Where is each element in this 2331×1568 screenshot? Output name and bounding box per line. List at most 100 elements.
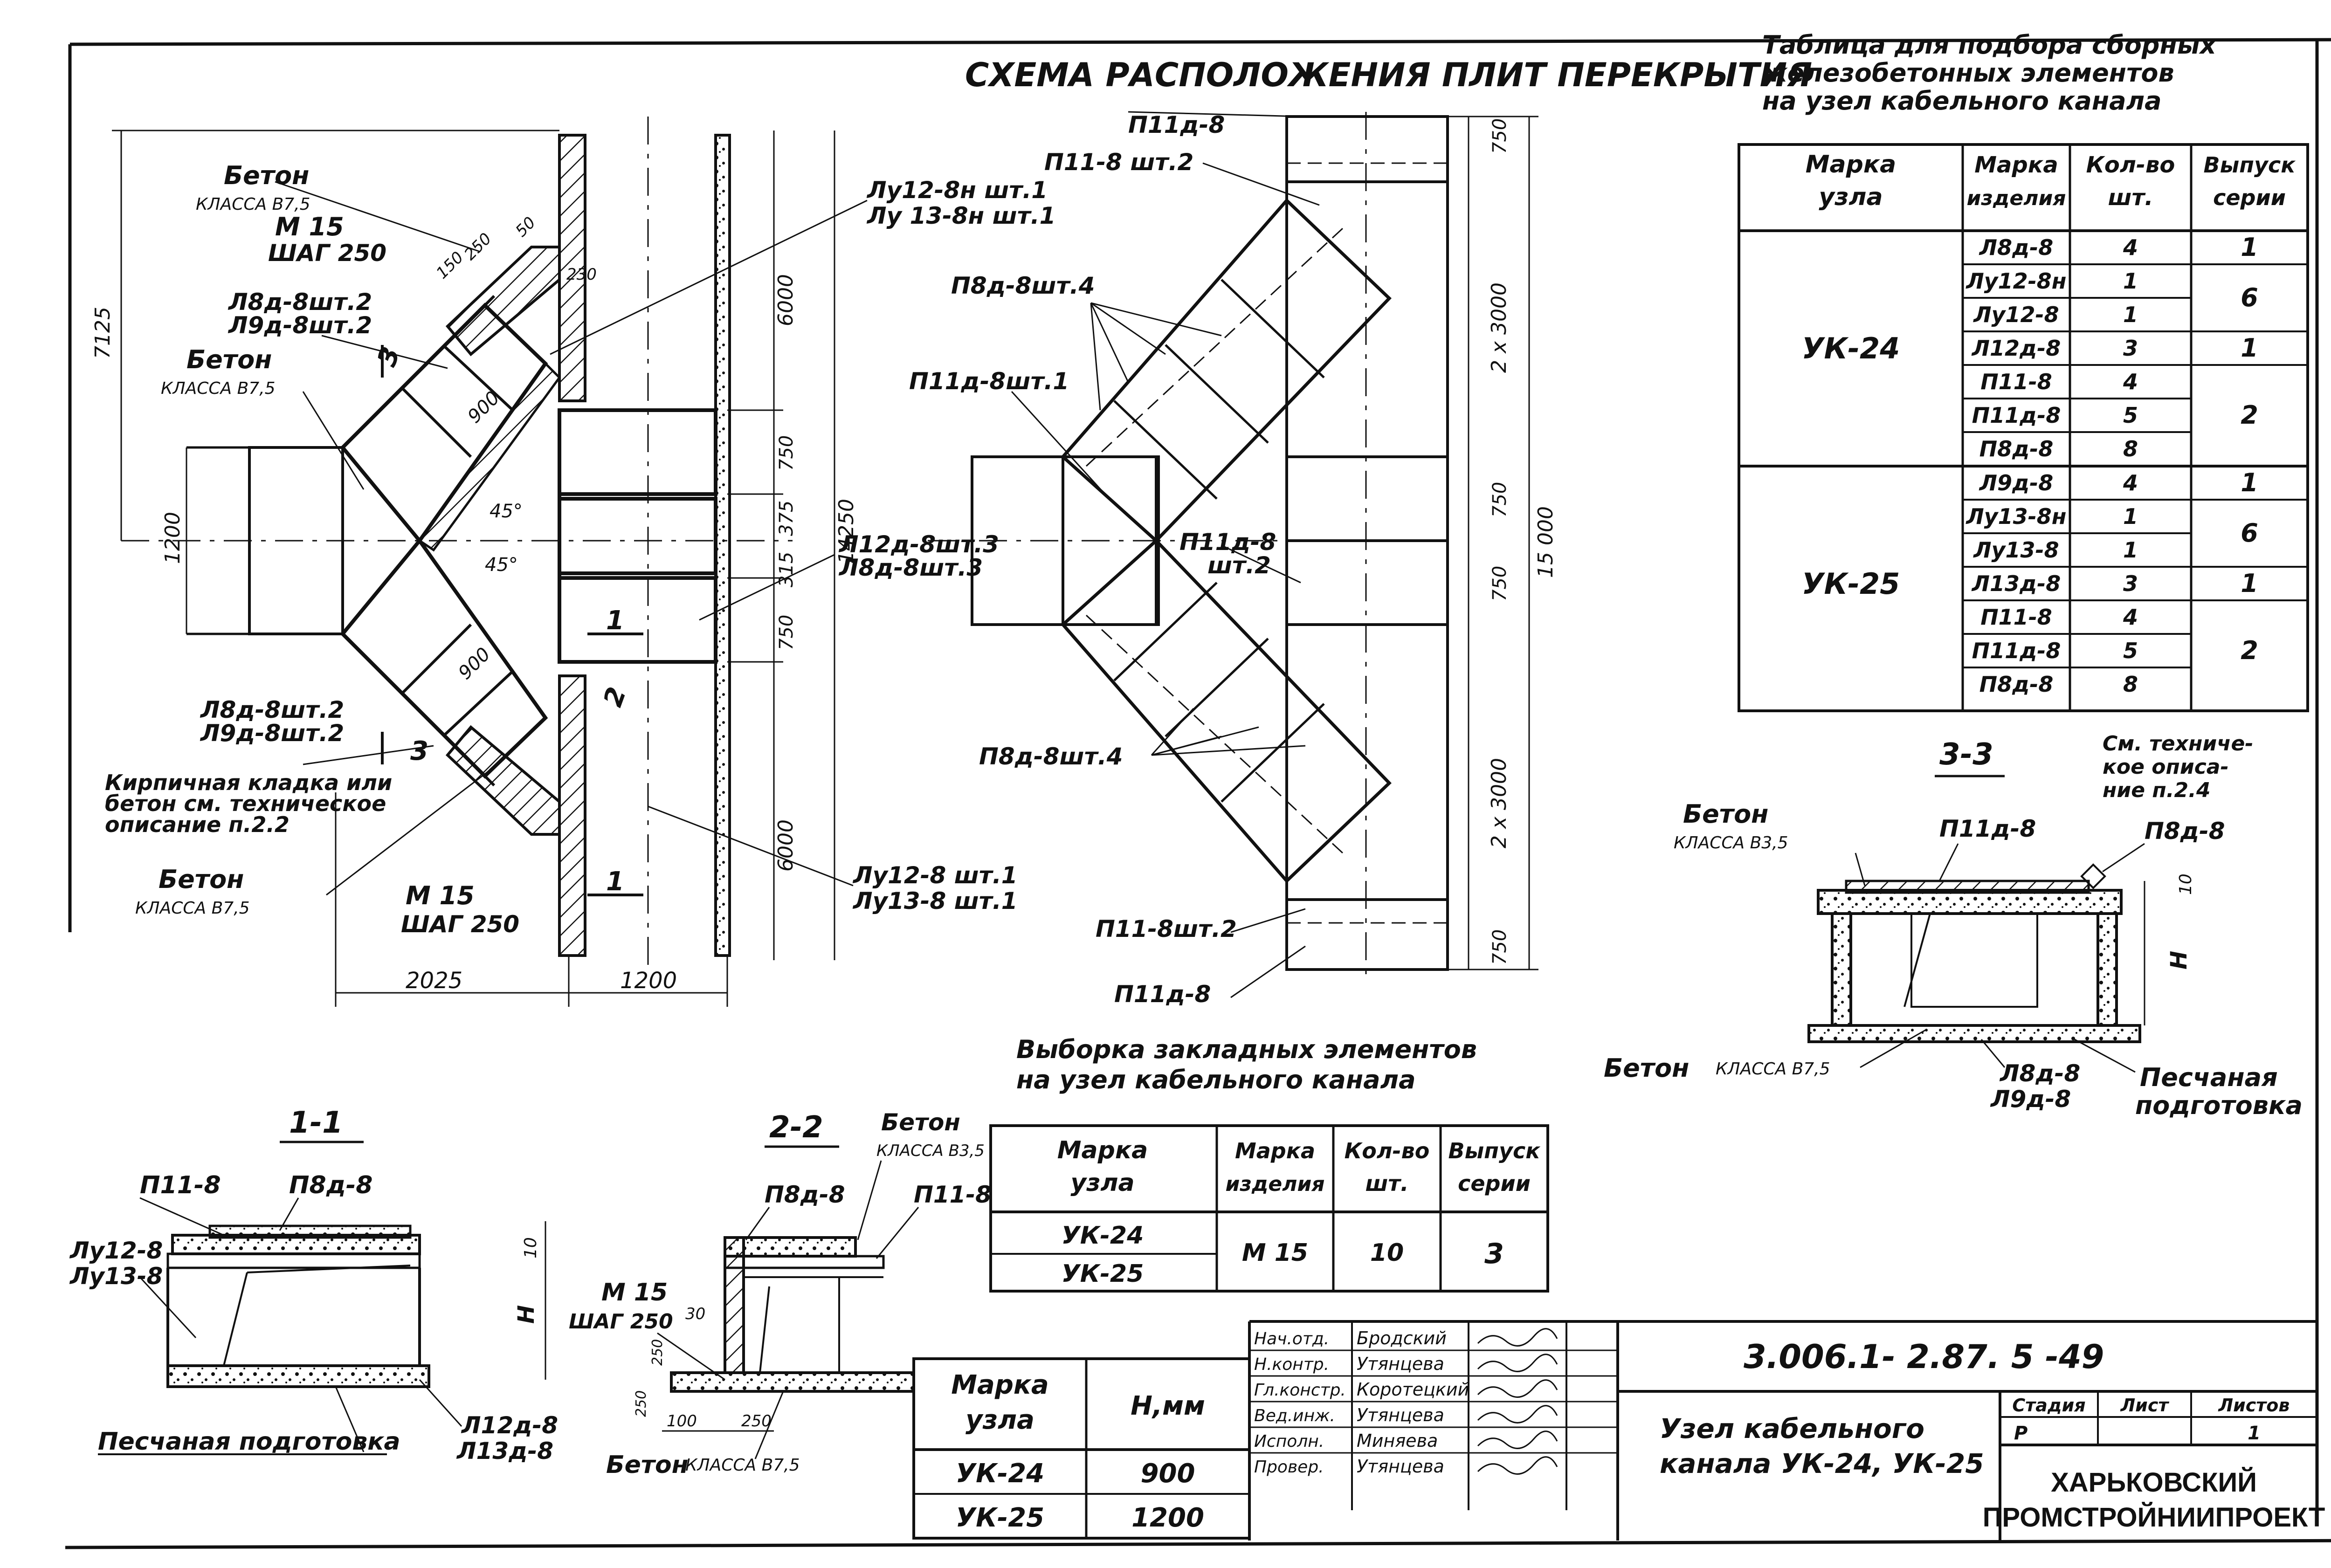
table1-item-mark: П11-8 — [1980, 605, 2052, 630]
stamp-name: Утянцева — [1357, 1405, 1444, 1425]
right-plan — [928, 111, 1538, 998]
table1-title-1: Таблица для подбора сборных — [1762, 30, 2217, 60]
section22-p8d: П8д-8 — [765, 1181, 845, 1208]
table1-series-value: 6 — [2241, 283, 2258, 312]
table2-qty: 10 — [1370, 1239, 1404, 1267]
stamp-role: Гл.констр. — [1254, 1381, 1346, 1400]
dim-750-bot: 750 — [1489, 929, 1510, 965]
signature-scribble — [1477, 1354, 1558, 1372]
label-l8d-sht3: Л8д-8шт.3 — [838, 554, 983, 581]
table1-item-qty: 3 — [2123, 336, 2138, 361]
label-ly12-8: Лу12-8 шт.1 — [852, 862, 1018, 889]
table1-item-qty: 1 — [2123, 504, 2138, 529]
section11-ly13: Лу13-8 — [69, 1263, 163, 1290]
section11-p8d: П8д-8 — [289, 1171, 372, 1199]
label-beton-mid-class: КЛАССА В7,5 — [161, 379, 276, 398]
table1-item-qty: 1 — [2123, 537, 2138, 563]
table2-row-uk24: УК-24 — [1062, 1222, 1144, 1250]
table1-head-item-a: Марка — [1974, 152, 2058, 178]
label-m15-bot: М 15 — [406, 881, 475, 910]
signature-scribble — [1477, 1430, 1558, 1449]
section22-p11: П11-8 — [914, 1181, 992, 1208]
angle-45-a: 45° — [490, 501, 523, 522]
section33-note-2: кое описа- — [2103, 755, 2229, 779]
section-mark-1-top: 1 — [606, 605, 624, 636]
label-p11-sht2-bot: П11-8шт.2 — [1096, 915, 1237, 942]
table1-item-qty: 3 — [2123, 571, 2138, 596]
label-beton-bot-class: КЛАССА В7,5 — [135, 899, 250, 918]
section22-m15: М 15 — [601, 1279, 668, 1307]
section33-dim-h: Н — [2166, 951, 2192, 970]
table2-title-1: Выборка закладных элементов — [1016, 1035, 1477, 1064]
table1-series-value: 2 — [2241, 636, 2258, 665]
label-ly12-8n: Лу12-8н шт.1 — [866, 177, 1048, 204]
left-plan-labels: Бетон КЛАССА В7,5 М 15 ШАГ 250 Л8д-8шт.2… — [91, 161, 1055, 994]
table2-head-node-b: узла — [1070, 1169, 1134, 1197]
dim-2x3000-top: 2 х 3000 — [1487, 282, 1511, 373]
dim-50: 50 — [512, 213, 539, 241]
label-kirpich-3: описание п.2.2 — [105, 812, 290, 837]
label-p8d-sht4-bot: П8д-8шт.4 — [979, 743, 1123, 770]
section-mark-2: 2 — [598, 683, 632, 711]
table1-item-qty: 4 — [2123, 235, 2138, 260]
dim-750-mid1: 750 — [1489, 482, 1510, 517]
dim-315: 315 — [776, 552, 797, 587]
stamp-org-2: ПРОМСТРОЙНИИПРОЕКТ — [1983, 1502, 2325, 1533]
section22-dim-250: 250 — [649, 1339, 666, 1366]
section33-note-1: См. техниче- — [2103, 732, 2254, 756]
table2-head-series-b: серии — [1458, 1171, 1531, 1196]
table2-head-item-b: изделия — [1225, 1172, 1324, 1196]
dim-375: 375 — [776, 501, 797, 536]
dim-7125: 7125 — [91, 307, 115, 359]
table1-item-mark: Лу13-8н — [1965, 504, 2066, 529]
table1-item-mark: Л12д-8 — [1971, 336, 2061, 361]
dim-14250: 14250 — [834, 499, 858, 564]
table3-node-uk25: УК-25 — [956, 1503, 1044, 1533]
section22-beton: Бетон — [881, 1109, 960, 1136]
table1-item-mark: Л8д-8 — [1979, 235, 2053, 260]
section22-dim-30: 30 — [685, 1305, 705, 1323]
stamp-stage: Р — [2014, 1423, 2028, 1444]
section33-l9d: Л9д-8 — [1990, 1086, 2071, 1113]
section11-dim-h: Н — [513, 1305, 539, 1324]
label-beton-class: КЛАССА В7,5 — [196, 195, 310, 214]
section11-dim-10: 10 — [521, 1237, 540, 1259]
table1-head-qty-a: Кол-во — [2086, 152, 2175, 178]
label-p11d-mid-sht: шт.2 — [1207, 552, 1271, 579]
section22-dim-250c: 250 — [741, 1412, 772, 1430]
dim-750-b: 750 — [776, 615, 797, 650]
label-beton-bot: Бетон — [159, 865, 244, 894]
stamp-role: Нач.отд. — [1254, 1329, 1329, 1348]
dim-750-a: 750 — [776, 435, 797, 471]
section22-shag: ШАГ 250 — [569, 1310, 673, 1334]
section22-dim-250b: 250 — [633, 1390, 649, 1417]
section-3-3: 3-3 Бетон КЛАССА В3,5 П11д-8 См. техниче… — [1604, 732, 2303, 1120]
table1-item-qty: 5 — [2123, 638, 2138, 663]
table1-series-value: 1 — [2241, 569, 2258, 598]
table1-item-mark: П11д-8 — [1972, 403, 2061, 428]
table1-item-qty: 4 — [2123, 369, 2138, 394]
left-plan — [112, 117, 868, 1007]
section33-beton-bot: Бетон — [1604, 1053, 1690, 1083]
table1-head-series-a: Выпуск — [2204, 152, 2297, 178]
section-mark-3-top: 3 — [372, 343, 406, 371]
dim-900-a: 900 — [464, 387, 504, 428]
dim-6000-top: 6000 — [774, 274, 798, 326]
table-height: Марка узла Н,мм УК-24 900 УК-25 1200 — [912, 1357, 1251, 1540]
table-selection: Таблица для подбора сборных железобетонн… — [1738, 30, 2309, 712]
dim-15000: 15 000 — [1534, 506, 1558, 578]
plan-title: СХЕМА РАСПОЛОЖЕНИЯ ПЛИТ ПЕРЕКРЫТИЯ — [965, 56, 1812, 94]
dim-230: 230 — [566, 265, 597, 284]
section11-title: 1-1 — [289, 1106, 343, 1140]
stamp-role: Исполн. — [1254, 1432, 1324, 1451]
label-p11d-sht1: П11д-8шт.1 — [909, 368, 1069, 395]
table2-mark: М 15 — [1242, 1239, 1308, 1267]
dim-6000-bot: 6000 — [774, 819, 798, 872]
signature-scribble — [1477, 1379, 1558, 1398]
table3-h-uk25: 1200 — [1131, 1503, 1204, 1533]
table3-head-node-b: узла — [966, 1405, 1034, 1435]
table2-head-qty-a: Кол-во — [1345, 1138, 1430, 1163]
label-kirpich-1: Кирпичная кладка или — [105, 770, 392, 795]
stamp-title-2: канала УК-24, УК-25 — [1660, 1448, 1984, 1479]
